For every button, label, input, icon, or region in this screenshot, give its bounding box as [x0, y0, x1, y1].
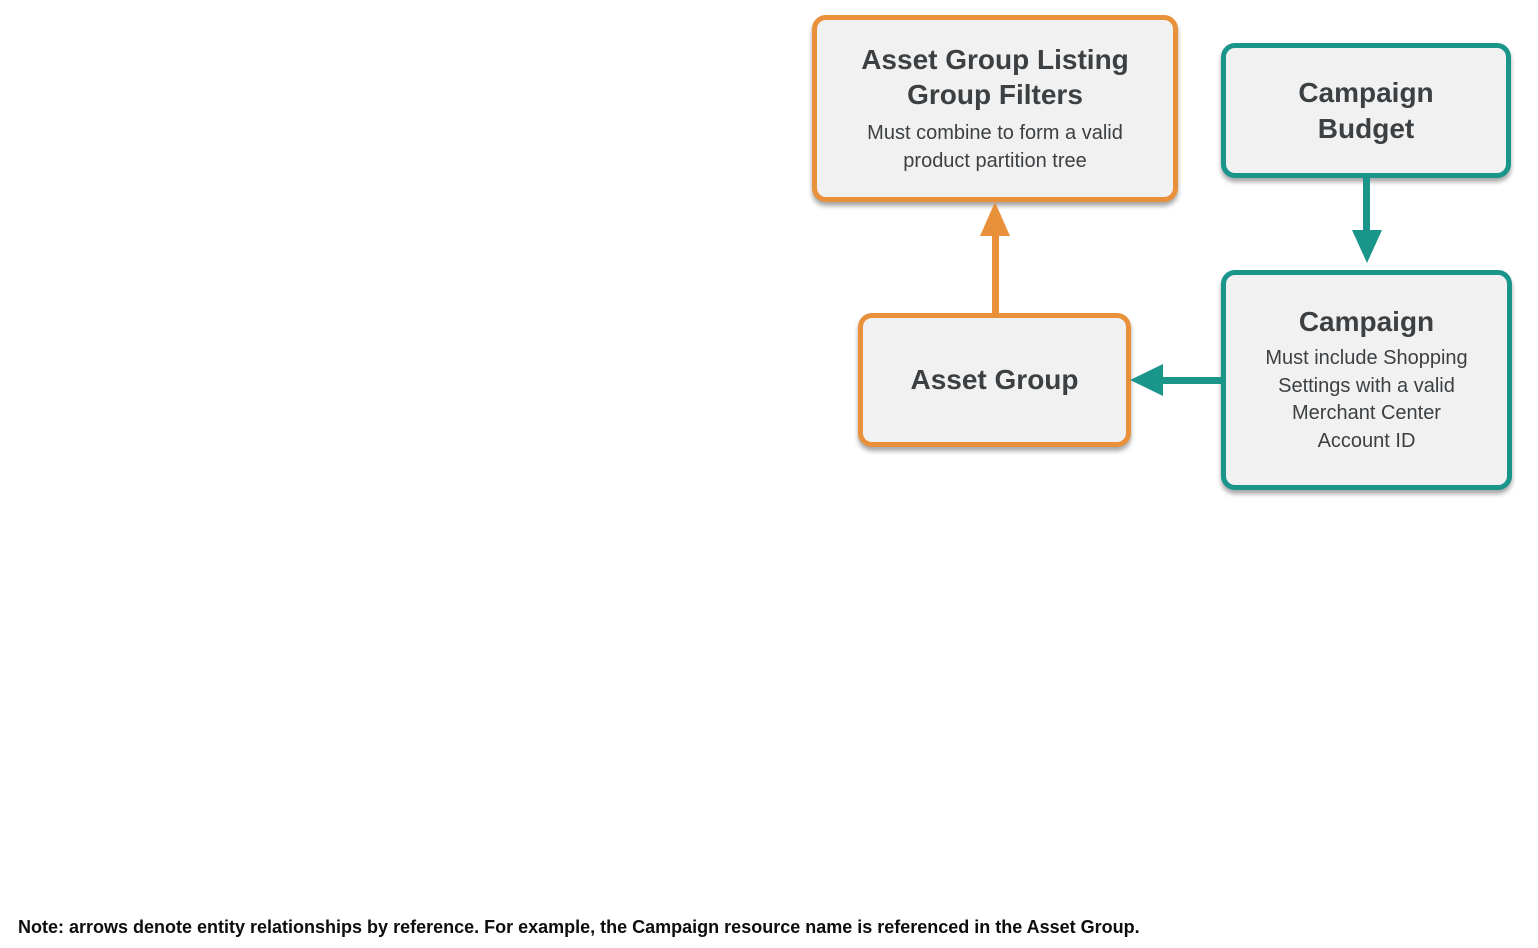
node-asset-group-listing-group-filters: Asset Group Listing Group Filters Must c…: [812, 15, 1178, 202]
node-title: Asset Group: [910, 364, 1079, 396]
arrow-shaft: [1363, 176, 1370, 232]
node-description: Must include Shopping Settings with a va…: [1265, 347, 1468, 452]
arrow-down-icon: [1352, 230, 1382, 263]
footnote: Note: arrows denote entity relationships…: [18, 917, 1140, 937]
node-title: Campaign: [1298, 306, 1435, 338]
node-asset-group: Asset Group: [858, 313, 1131, 447]
node-campaign-budget: Campaign Budget: [1221, 43, 1511, 178]
node-title: Asset Group Listing Group Filters: [861, 43, 1129, 111]
node-title: Campaign Budget: [1298, 76, 1434, 144]
arrow-up-icon: [980, 202, 1010, 236]
arrow-shaft: [1162, 377, 1224, 384]
node-description: Must combine to form a valid product par…: [867, 122, 1123, 172]
node-campaign: Campaign Must include Shopping Settings …: [1221, 270, 1512, 490]
arrow-left-icon: [1130, 364, 1163, 396]
arrow-shaft: [992, 230, 999, 314]
